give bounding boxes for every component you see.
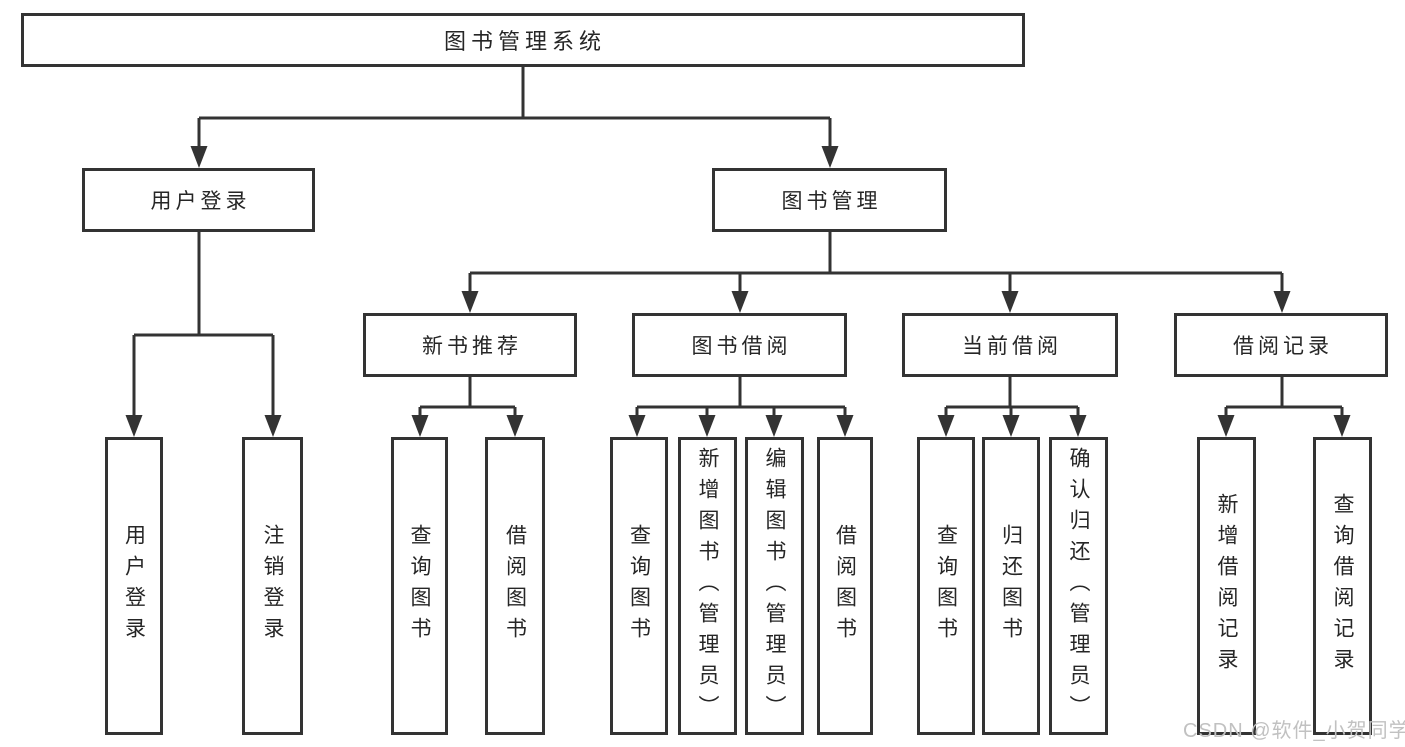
arrowhead-icon xyxy=(1001,291,1019,313)
node-new-book-recommend: 新书推荐 xyxy=(363,313,577,377)
leaf-add-borrow-record: 新增借阅记录 xyxy=(1197,437,1256,735)
arrowhead-icon xyxy=(264,415,282,437)
arrowhead-icon xyxy=(1333,415,1351,437)
node-book-management: 图书管理 xyxy=(712,168,947,232)
leaf-user-login-label: 用户登录 xyxy=(122,524,146,648)
leaf-query-borrow-record-label: 查询借阅记录 xyxy=(1331,493,1354,679)
node-user-login: 用户登录 xyxy=(82,168,315,232)
node-library-system: 图书管理系统 xyxy=(21,13,1025,67)
arrowhead-icon xyxy=(731,291,749,313)
leaf-borrow-books-recommend: 借阅图书 xyxy=(485,437,545,735)
csdn-watermark: CSDN @软件_小贺同学 xyxy=(1183,720,1405,742)
arrowhead-icon xyxy=(821,146,839,168)
leaf-logout: 注销登录 xyxy=(242,437,303,735)
edge-borrow-record-split xyxy=(1224,377,1344,419)
edge-current-borrow-split xyxy=(944,377,1080,419)
leaf-query-books-current: 查询图书 xyxy=(917,437,975,735)
arrowhead-icon xyxy=(628,415,646,437)
arrowheads xyxy=(125,146,1351,437)
leaf-borrow-books-recommend-label: 借阅图书 xyxy=(503,524,527,648)
leaf-logout-label: 注销登录 xyxy=(261,524,284,648)
edge-book-borrow-split xyxy=(635,377,847,419)
leaf-query-books-recommend: 查询图书 xyxy=(391,437,448,735)
leaf-query-books-borrow-label: 查询图书 xyxy=(627,524,651,648)
leaf-add-books-admin-label: 新增图书（管理员） xyxy=(696,446,719,726)
node-current-borrowing-label: 当前借阅 xyxy=(962,335,1062,358)
leaf-borrow-books-borrow: 借阅图书 xyxy=(817,437,873,735)
leaf-return-books: 归还图书 xyxy=(982,437,1040,735)
arrowhead-icon xyxy=(1069,415,1087,437)
edge-book-mgmt-split xyxy=(468,232,1284,295)
node-current-borrowing: 当前借阅 xyxy=(902,313,1118,377)
edge-root-split xyxy=(197,67,832,150)
leaf-confirm-return-admin-label: 确认归还（管理员） xyxy=(1067,446,1090,726)
arrowhead-icon xyxy=(411,415,429,437)
node-borrowing-records: 借阅记录 xyxy=(1174,313,1388,377)
edge-new-book-rec-split xyxy=(418,377,517,419)
node-book-borrowing: 图书借阅 xyxy=(632,313,847,377)
arrowhead-icon xyxy=(836,415,854,437)
leaf-add-books-admin: 新增图书（管理员） xyxy=(678,437,737,735)
arrowhead-icon xyxy=(190,146,208,168)
leaf-edit-books-admin: 编辑图书（管理员） xyxy=(745,437,804,735)
node-new-book-recommend-label: 新书推荐 xyxy=(422,335,522,358)
leaf-query-books-current-label: 查询图书 xyxy=(934,524,958,648)
connector-lines xyxy=(132,67,1344,419)
node-borrowing-records-label: 借阅记录 xyxy=(1233,335,1333,358)
leaf-return-books-label: 归还图书 xyxy=(999,524,1023,648)
arrowhead-icon xyxy=(937,415,955,437)
arrowhead-icon xyxy=(125,415,143,437)
leaf-query-books-borrow: 查询图书 xyxy=(610,437,668,735)
node-library-system-label: 图书管理系统 xyxy=(443,29,606,54)
leaf-confirm-return-admin: 确认归还（管理员） xyxy=(1049,437,1108,735)
node-user-login-label: 用户登录 xyxy=(150,190,251,213)
arrowhead-icon xyxy=(506,415,524,437)
leaf-query-borrow-record: 查询借阅记录 xyxy=(1313,437,1372,735)
leaf-borrow-books-borrow-label: 借阅图书 xyxy=(833,524,857,648)
arrowhead-icon xyxy=(461,291,479,313)
leaf-user-login: 用户登录 xyxy=(105,437,163,735)
arrowhead-icon xyxy=(765,415,783,437)
arrowhead-icon xyxy=(698,415,716,437)
leaf-query-books-recommend-label: 查询图书 xyxy=(408,524,431,648)
arrowhead-icon xyxy=(1002,415,1020,437)
arrowhead-icon xyxy=(1273,291,1291,313)
node-book-borrowing-label: 图书借阅 xyxy=(691,335,792,358)
node-book-management-label: 图书管理 xyxy=(781,190,882,213)
edge-user-login-split xyxy=(132,232,275,419)
leaf-add-borrow-record-label: 新增借阅记录 xyxy=(1215,493,1238,679)
arrowhead-icon xyxy=(1217,415,1235,437)
leaf-edit-books-admin-label: 编辑图书（管理员） xyxy=(763,446,786,726)
